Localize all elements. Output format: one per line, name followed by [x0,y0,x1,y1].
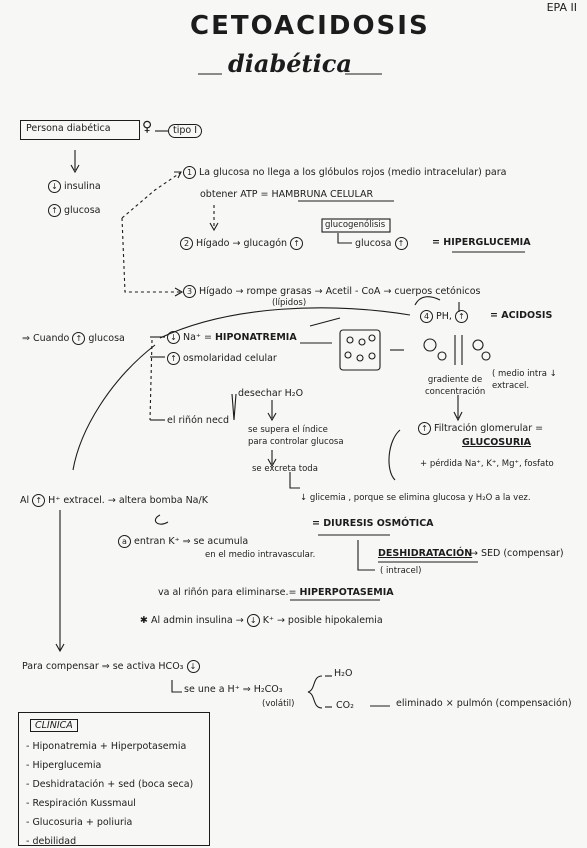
medio-intra-label: en el medio intravascular. [205,550,316,560]
number-one-icon: 1 [183,166,196,179]
al-h-row: Al ↑H⁺ extracel. → altera bomba Na/K [20,494,208,507]
insulina-row: ↓insulina [48,180,101,193]
down-arrow-icon: ↓ [48,180,61,193]
down-arrow-icon: ↓ [167,331,180,344]
up-arrow-icon: ↑ [72,332,86,345]
filtracion-row: ↑Filtración glomerular = [418,422,543,435]
cuando-glucosa-text: glucosa [88,333,125,344]
insulina-label: insulina [64,181,101,192]
up-arrow-icon: ↑ [167,352,180,365]
page-title: CETOACIDOSIS [190,11,430,41]
cuando-text: ⇒ Cuando [22,333,70,344]
persona-box [20,120,140,140]
supera-line1: se supera el índice [248,425,328,435]
node-1-line2: obtener ATP = HAMBRUNA CELULAR [200,189,373,201]
person-icon: ♀ [142,119,153,135]
osmolaridad-text: osmolaridad celular [183,353,277,364]
page-tag: EPA II [546,1,577,14]
ph-text: PH, [436,311,452,322]
clinica-item: - Glucosuria + poliuria [26,817,133,828]
al-text: Al [20,495,30,506]
rinon-label: el riñón necd [167,415,230,426]
lipidos-label: (lípidos) [272,298,307,308]
diuresis-label: = DIURESIS OSMÓTICA [312,518,434,529]
h2o-label: H₂O [334,668,353,679]
filtracion-text: Filtración glomerular = [434,423,544,434]
gradiente-label: gradiente de concentración [425,375,486,397]
up-arrow-icon: ↑ [394,237,408,250]
glicemia-label: ↓ glicemia , porque se elimina glucosa y… [300,493,531,503]
page-subtitle: diabética [228,49,352,78]
co2-label: CO₂ [336,700,354,711]
glucosa-label: glucosa [64,205,101,216]
deshidratacion-label: DESHIDRATACIÓN [378,548,473,559]
hiponatremia-label: HIPONATREMIA [214,332,297,343]
clinica-box [18,712,210,846]
up-arrow-icon: ↑ [32,494,46,507]
admin-text: ✱ Al admin insulina → [140,615,244,626]
hipokalemia-text: K⁺ → posible hipokalemia [262,615,383,626]
down-arrow-icon: ↓ [186,660,200,673]
cuando-row: ⇒ Cuando ↑glucosa [22,332,125,345]
compensar-row: Para compensar ⇒ se activa HCO₃ ↓ [22,660,203,673]
compensar-text: Para compensar ⇒ se activa HCO₃ [22,661,184,672]
clinica-item: - Deshidratación + sed (boca seca) [26,779,194,790]
excreta-label: se excreta toda [252,464,318,474]
clinica-item: - Hiponatremia + Hiperpotasemia [26,741,187,752]
na-row: ↓Na⁺ = HIPONATREMIA [167,331,297,344]
supera-line2: para controlar glucosa [248,437,344,447]
node-3-text: Hígado → rompe grasas → Acetil - CoA → c… [199,286,481,297]
glucosa-row: ↑glucosa [48,204,101,217]
admin-row: ✱ Al admin insulina → ↓K⁺ → posible hipo… [140,614,383,627]
clinica-item: - debilidad [26,836,77,847]
glucosuria-label: GLUCOSURIA [462,437,532,448]
hiperglucemia-label: = HIPERGLUCEMIA [432,237,531,248]
up-arrow-icon: ↑ [290,237,304,250]
intracel-label: ( intracel) [380,566,422,576]
hiperpotasemia-label: HIPERPOTASEMIA [299,587,394,598]
glucogenolisis-label: glucogenólisis [325,220,386,230]
medio-label: ( medio intra ↓ extracel. [492,369,557,391]
rinon-elim-row: va al riñón para eliminarse.= HIPERPOTAS… [158,587,394,599]
up-arrow-icon: ↑ [418,422,431,435]
perdida-label: + pérdida Na⁺, K⁺, Mg⁺, fosfato [420,459,554,469]
number-four-icon: 4 [420,310,433,323]
hambruna-celular: HAMBRUNA CELULAR [271,189,374,200]
number-two-icon: 2 [180,237,193,250]
clinica-title-text: CLÍNICA [30,719,78,732]
node-1-text: La glucosa no llega a los glóbulos rojos… [199,167,507,178]
glucosa-text: glucosa [355,238,392,249]
tipo-label: tipo I [168,124,203,138]
down-arrow-icon: ↓ [246,614,260,627]
a-circle-icon: a [118,535,131,548]
persona-label: Persona diabética [26,123,111,134]
al-h-text: H⁺ extracel. → altera bomba Na/K [48,495,208,506]
sed-label: → SED (compensar) [470,548,564,559]
number-three-icon: 3 [183,285,196,298]
acidosis-label: = ACIDOSIS [490,310,553,321]
desechar-label: desechar H₂O [238,388,304,399]
node-2-text: Hígado → glucagón [196,238,288,249]
rinon-elim-text: va al riñón para eliminarse.= [158,587,297,598]
osmolaridad-row: ↑osmolaridad celular [167,352,277,365]
clinica-title: CLÍNICA [30,719,78,732]
une-label: se une a H⁺ ⇒ H₂CO₃ [184,684,283,695]
entran-text: entran K⁺ ⇒ se acumula [134,536,249,547]
up-arrow-icon: ↑ [454,310,468,323]
na-text: Na⁺ = [183,332,212,343]
volatil-label: (volátil) [262,699,295,709]
node-2-glucosa: glucosa ↑ [355,237,411,250]
clinica-item: - Respiración Kussmaul [26,798,136,809]
eliminado-label: eliminado × pulmón (compensación) [396,698,572,709]
atp-text: obtener ATP = [200,189,269,200]
clinica-item: - Hiperglucemia [26,760,102,771]
up-arrow-icon: ↑ [48,204,61,217]
